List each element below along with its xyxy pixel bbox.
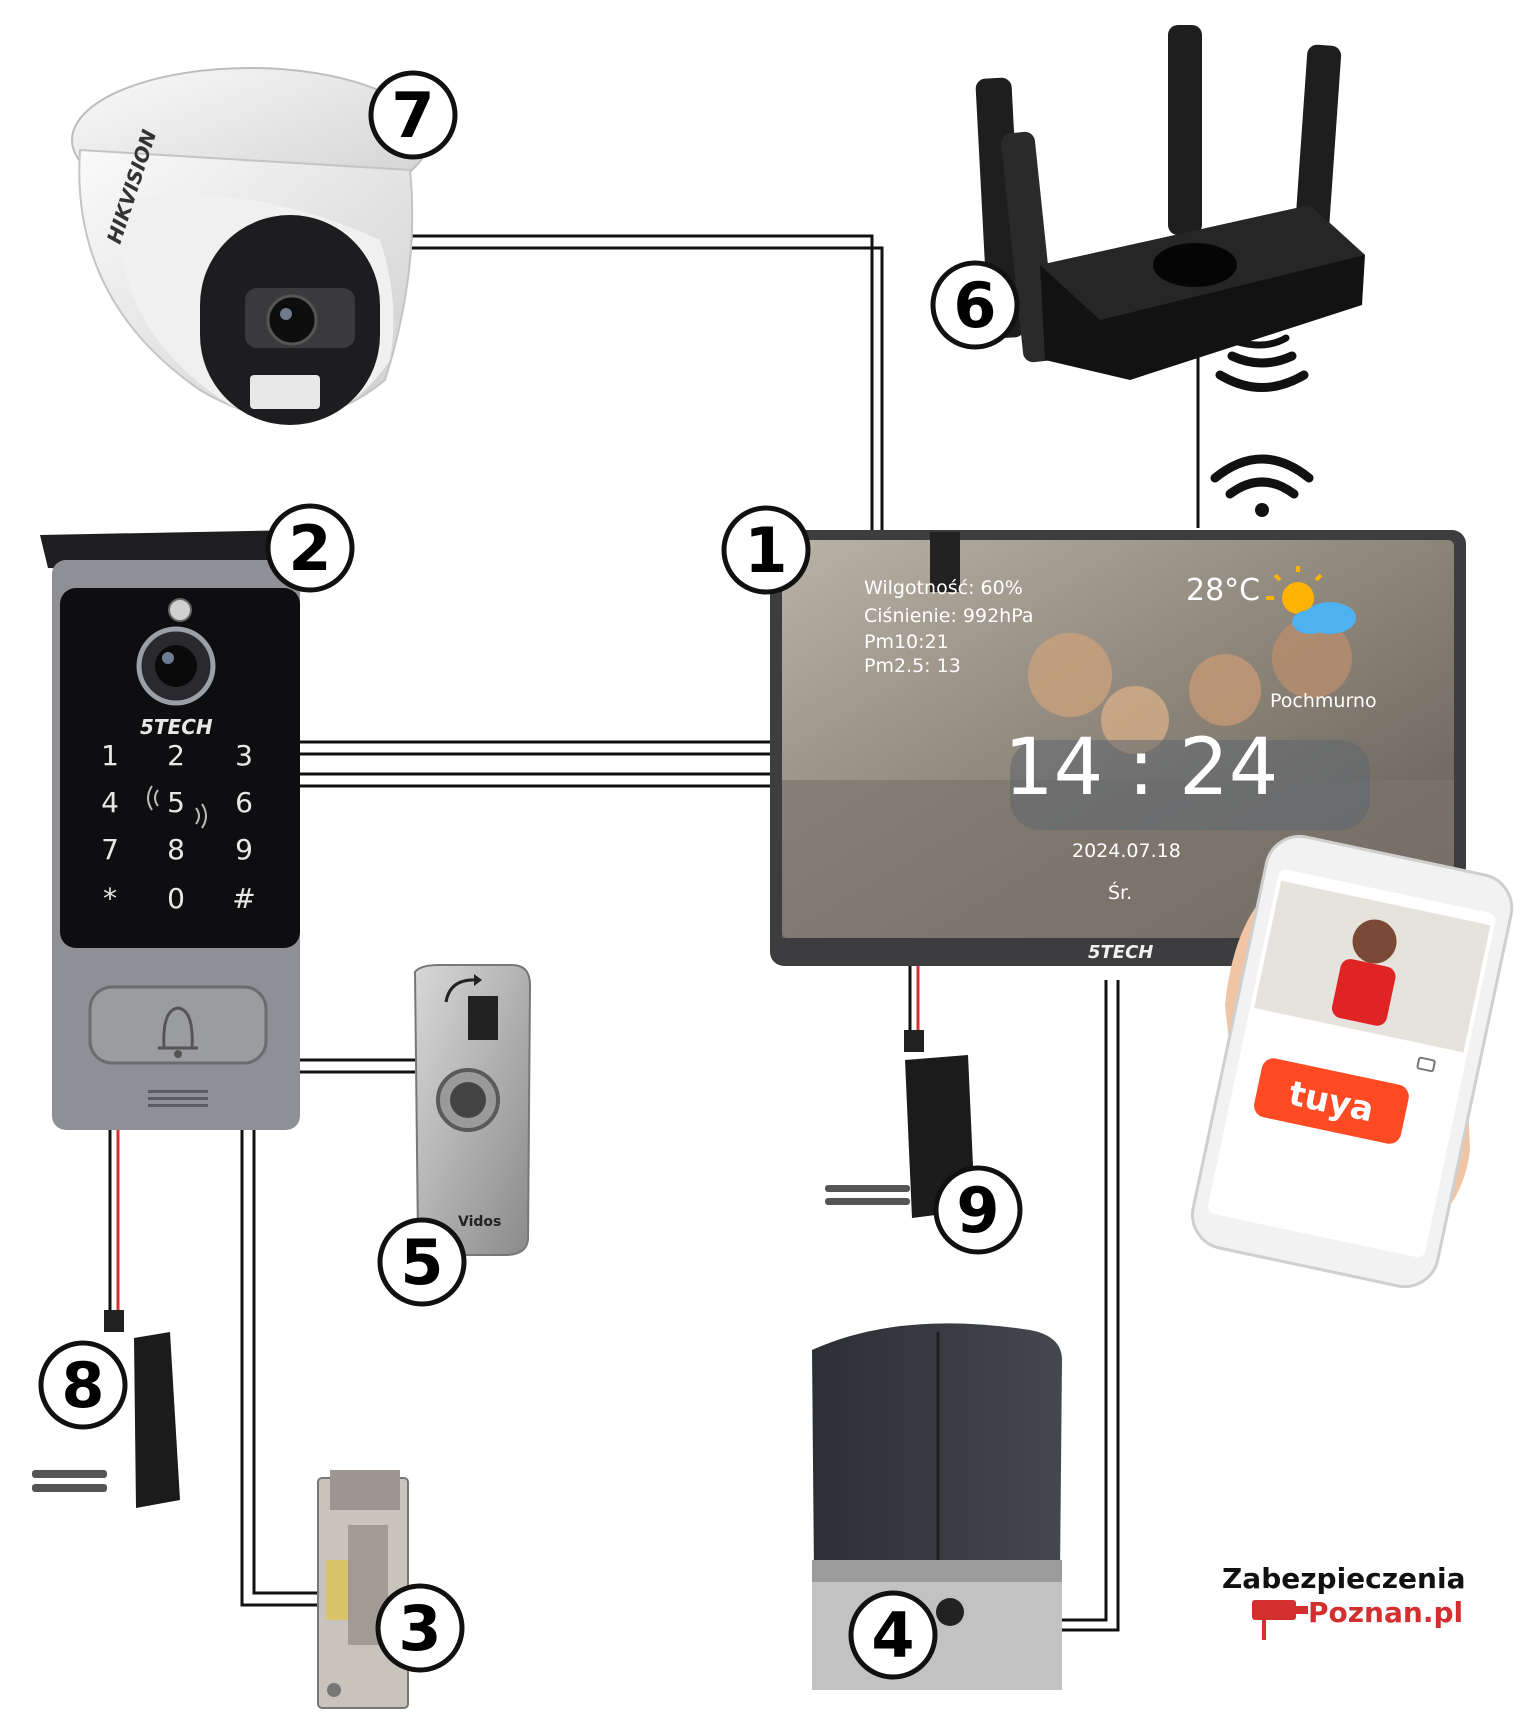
door-station: 5TECH 1 2 3 4 5 6 7 8 9 * 0 #: [40, 530, 300, 1130]
key-star: *: [103, 882, 117, 915]
svg-text:2: 2: [288, 512, 331, 585]
key-4: 4: [101, 786, 119, 819]
badge-2: 2: [265, 503, 355, 593]
monitor-temperature: 28°C: [1186, 573, 1260, 608]
speaker-grille: [148, 1090, 208, 1107]
wires: [240, 234, 1200, 1632]
wire-monitor-gate-2: [1058, 980, 1120, 1632]
ip-camera: HIKVISION: [71, 67, 429, 425]
badge-4: 4: [848, 1590, 938, 1680]
wire-doorbell-lock-1: [240, 1130, 330, 1607]
logo-line1: Zabezpieczenia: [1222, 1562, 1465, 1595]
door-station-brand: 5TECH: [140, 715, 213, 739]
key-6: 6: [235, 786, 253, 819]
key-8: 8: [167, 833, 185, 866]
key-2: 2: [167, 739, 185, 772]
badge-7: 7: [368, 70, 458, 160]
key-0: 0: [167, 882, 185, 915]
nfc-icon: [147, 785, 207, 829]
svg-text:5: 5: [400, 1226, 443, 1299]
key-5: 5: [167, 786, 185, 819]
tuya-logo: [1254, 1058, 1409, 1144]
badge-9: 9: [933, 1165, 1023, 1255]
key-1: 1: [101, 739, 119, 772]
wifi-icon: [1210, 334, 1314, 517]
electric-strike: [317, 1470, 409, 1709]
badge-8: 8: [38, 1340, 128, 1430]
monitor-pressure: Ciśnienie: 992hPa: [864, 605, 1033, 627]
monitor-weather: Pochmurno: [1270, 690, 1377, 712]
power-wires: [108, 965, 920, 1310]
svg-text:1: 1: [744, 514, 787, 587]
camera-icon: [1416, 1056, 1436, 1073]
badge-6: 6: [930, 260, 1020, 350]
monitor-pm25: Pm2.5: 13: [864, 655, 961, 677]
cctv-logo-icon: [1252, 1600, 1308, 1640]
svg-text:7: 7: [391, 79, 434, 152]
svg-text:6: 6: [953, 269, 996, 342]
wire-camera-monitor-2: [395, 246, 884, 530]
router: [975, 25, 1365, 380]
svg-text:9: 9: [956, 1174, 999, 1247]
key-3: 3: [235, 739, 253, 772]
svg-text:8: 8: [61, 1349, 104, 1422]
number-badges: 7 6 1 2 5 9 8 3 4: [38, 70, 1023, 1680]
weather-icon: [1266, 566, 1356, 634]
svg-text:3: 3: [398, 1592, 441, 1665]
site-logo: Zabezpieczenia Poznan.pl: [1222, 1562, 1465, 1640]
monitor-clock: 14 : 24: [1004, 723, 1278, 813]
wire-camera-monitor: [395, 234, 874, 530]
keypad: 1 2 3 4 5 6 7 8 9 * 0 #: [101, 739, 256, 915]
door-icon: [444, 974, 498, 1040]
monitor-date: 2024.07.18: [1072, 840, 1181, 862]
monitor-weekday: Śr.: [1108, 880, 1132, 904]
logo-line2: Poznan.pl: [1308, 1596, 1463, 1629]
key-9: 9: [235, 833, 253, 866]
badge-5: 5: [377, 1217, 467, 1307]
smartphone: tuya: [1191, 834, 1514, 1289]
bell-icon: [158, 1006, 198, 1058]
monitor-humidity: Wilgotność: 60%: [864, 577, 1023, 599]
gate-motor: [812, 1323, 1062, 1690]
monitor-pm10: Pm10:21: [864, 631, 949, 653]
exit-button-brand: Vidos: [458, 1214, 501, 1230]
badge-1: 1: [721, 505, 811, 595]
monitor-brand: 5TECH: [1088, 942, 1153, 963]
badge-3: 3: [375, 1583, 465, 1673]
key-7: 7: [101, 833, 119, 866]
wire-monitor-gate-1: [1058, 980, 1108, 1622]
power-supply-doorbell: [32, 1310, 180, 1508]
svg-text:4: 4: [871, 1599, 914, 1672]
exit-button: Vidos: [413, 964, 532, 1256]
wire-doorbell-lock-2: [252, 1130, 330, 1595]
key-hash: #: [232, 882, 255, 915]
